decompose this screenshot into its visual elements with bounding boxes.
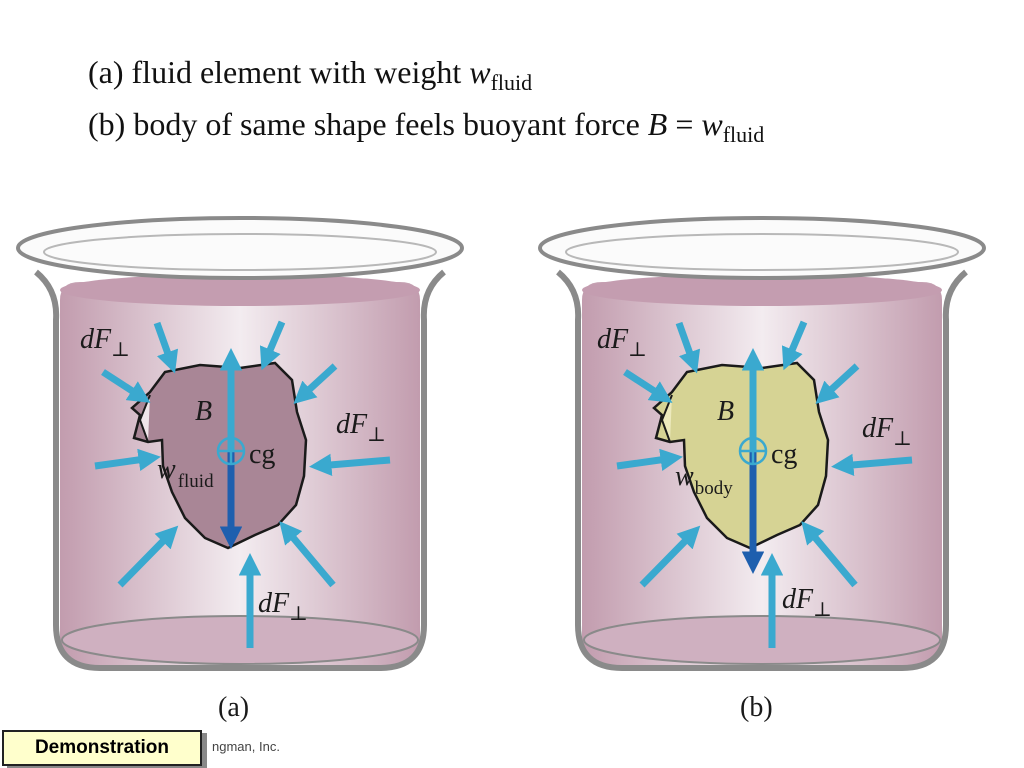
force-arrow <box>801 521 858 588</box>
force-arrow <box>153 321 179 374</box>
label-dF-right: dF⊥ <box>862 413 912 450</box>
force-arrow <box>293 363 338 405</box>
label-dF-topleft: dF⊥ <box>597 324 647 361</box>
caption-a: (a) fluid element with weight wfluid <box>88 54 533 95</box>
label-weight: wbody <box>675 461 733 499</box>
fluid-surface <box>60 274 420 306</box>
beaker-bottom <box>61 615 419 665</box>
label-cg: cg <box>771 439 797 470</box>
force-arrow <box>831 453 913 477</box>
caption-b: (b) body of same shape feels buoyant for… <box>88 106 765 147</box>
force-arrow <box>101 369 151 403</box>
force-arrow <box>639 525 701 588</box>
beaker-rim-inner <box>43 233 437 271</box>
panel-b-label: (b) <box>740 692 773 723</box>
beaker-outline <box>556 269 968 671</box>
publisher-credit: ngman, Inc. <box>212 739 280 754</box>
force-arrow <box>815 363 860 405</box>
beaker-rim <box>16 216 464 280</box>
force-arrow <box>259 320 286 371</box>
force-arrow <box>117 525 179 588</box>
force-arrow <box>309 453 391 477</box>
label-cg: cg <box>249 439 275 470</box>
beaker-outline <box>34 269 446 671</box>
demonstration-button[interactable]: Demonstration <box>2 730 202 766</box>
label-dF-topleft: dF⊥ <box>80 324 130 361</box>
cg-marker <box>738 436 768 466</box>
panel-b: B cg wbody dF⊥ dF⊥ dF⊥ (b) <box>538 216 986 723</box>
cg-marker <box>216 436 246 466</box>
force-arrow <box>616 448 683 471</box>
beaker-bottom <box>583 615 941 665</box>
label-buoyant: B <box>195 396 212 427</box>
label-dF-bottom: dF⊥ <box>258 588 308 625</box>
panel-a-label: (a) <box>218 692 249 723</box>
blob-notch <box>138 394 151 443</box>
force-arrow <box>781 320 808 371</box>
force-arrow <box>94 448 161 471</box>
force-arrow <box>675 321 701 374</box>
label-buoyant: B <box>717 396 734 427</box>
force-arrow <box>623 369 673 403</box>
beaker-rim <box>538 216 986 280</box>
force-arrow <box>279 521 336 588</box>
label-dF-right: dF⊥ <box>336 409 386 446</box>
fluid-surface <box>582 274 942 306</box>
blob-notch <box>660 394 673 443</box>
label-dF-bottom: dF⊥ <box>782 584 832 621</box>
beaker-rim-inner <box>565 233 959 271</box>
